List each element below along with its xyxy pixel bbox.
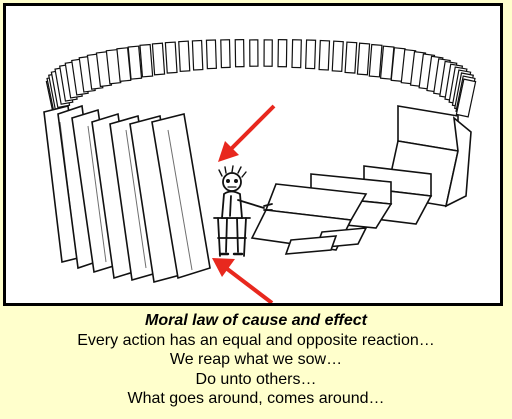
cartoon-frame: [3, 3, 503, 306]
caption-line-3: Do unto others…: [195, 370, 317, 388]
ring-domino: [344, 41, 358, 74]
ring-domino: [234, 39, 245, 68]
ring-domino: [291, 39, 302, 69]
ring-domino: [331, 40, 344, 72]
caption-title: Moral law of cause and effect: [145, 312, 367, 329]
ring-domino: [220, 39, 231, 69]
caption-line-2: We reap what we sow…: [169, 351, 343, 368]
ring-domino: [455, 78, 477, 118]
front-standing-dominoes: [43, 104, 211, 284]
ring-domino: [191, 39, 204, 71]
ring-domino: [151, 42, 166, 76]
domino-cartoon: [43, 39, 477, 303]
front-fallen-dominoes: [250, 105, 472, 255]
ring-domino: [356, 42, 371, 76]
ring-domino: [263, 39, 273, 67]
domino-ring: [45, 39, 477, 118]
ring-domino: [139, 43, 154, 78]
lower-arrowhead: [212, 258, 235, 277]
ring-domino: [318, 39, 331, 71]
caption: Moral law of cause and effect Every acti…: [0, 311, 512, 409]
ring-domino: [178, 40, 191, 72]
upper-arrow: [228, 104, 276, 152]
ring-domino: [164, 41, 178, 74]
ring-domino: [127, 45, 143, 80]
caption-line-4: What goes around, comes around…: [127, 390, 385, 407]
man-figure: [213, 165, 273, 257]
lower-arrow: [224, 266, 274, 303]
ring-domino: [368, 43, 383, 78]
upper-arrowhead: [218, 141, 239, 162]
ring-domino: [277, 39, 288, 68]
ring-domino: [305, 39, 317, 70]
red-arrows: [212, 104, 276, 303]
caption-line-1: Every action has an equal and opposite r…: [77, 331, 435, 349]
ring-domino: [249, 39, 259, 67]
ring-domino: [205, 39, 217, 70]
